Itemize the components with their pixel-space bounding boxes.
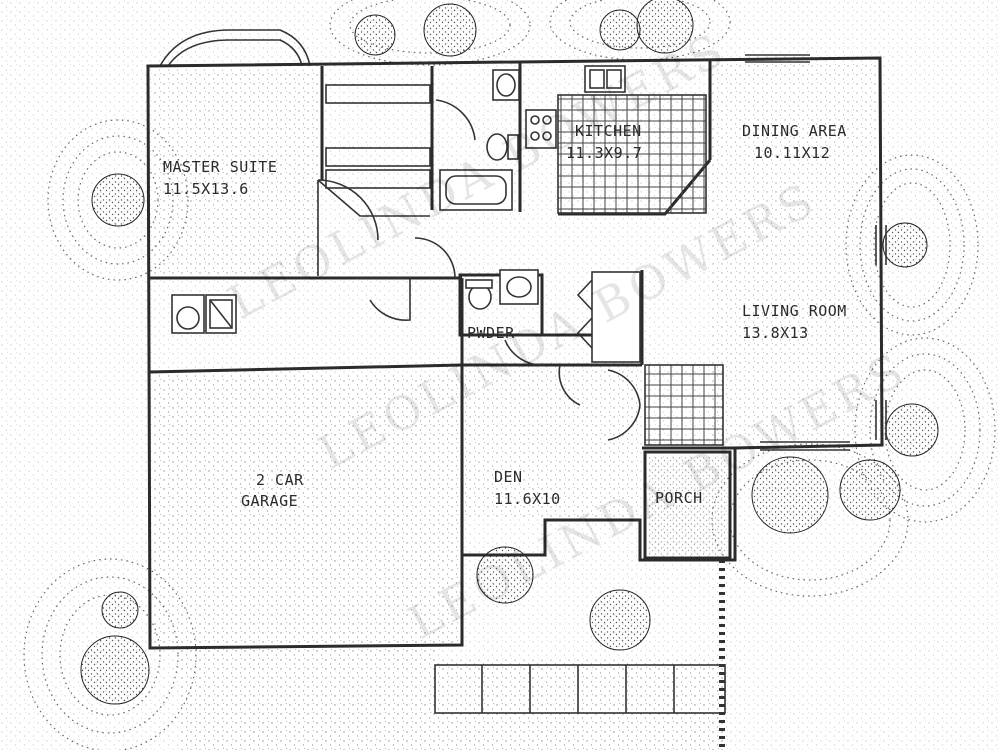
room-name: PORCH <box>655 489 703 507</box>
porch-floor <box>648 455 727 555</box>
room-dining-area: DINING AREA 10.11X12 <box>742 122 847 162</box>
toilet-icon <box>465 133 519 310</box>
tree-icon <box>80 0 939 705</box>
garage-floor <box>153 374 459 644</box>
room-name: DINING AREA <box>742 122 847 140</box>
room-name: LIVING ROOM <box>742 302 847 320</box>
room-den: DEN 11.6X10 <box>494 468 561 508</box>
entry-tile <box>644 364 724 446</box>
room-living-room: LIVING ROOM 13.8X13 <box>742 302 847 342</box>
door-swing-icon <box>317 99 641 441</box>
room-dims: 11.5X13.6 <box>163 180 249 198</box>
den-floor <box>465 368 639 518</box>
room-porch: PORCH <box>655 489 703 507</box>
sink-icon <box>584 65 626 93</box>
dryer-icon <box>205 294 237 334</box>
room-name: PWDER <box>467 324 515 342</box>
room-garage: 2 CAR GARAGE <box>241 471 304 510</box>
room-dims: 11.6X10 <box>494 490 561 508</box>
room-name: MASTER SUITE <box>163 158 277 176</box>
room-powder: PWDER <box>467 324 515 342</box>
room-dims: 11.3X9.7 <box>566 144 642 162</box>
room-name: DEN <box>494 468 523 486</box>
room-dims: 10.11X12 <box>754 144 830 162</box>
living-floor <box>712 64 878 442</box>
washer-icon <box>171 294 205 334</box>
stove-icon <box>525 109 557 149</box>
master-floor <box>153 70 319 276</box>
room-kitchen: KITCHEN 11.3X9.7 <box>566 122 642 162</box>
kitchen-tile <box>557 94 707 214</box>
walls <box>146 56 884 650</box>
room-name: 2 CAR <box>256 471 304 489</box>
room-dims: GARAGE <box>241 492 298 510</box>
closet <box>576 271 641 363</box>
sink-icon <box>492 69 539 305</box>
room-dims: 13.8X13 <box>742 324 809 342</box>
windows <box>745 54 887 451</box>
bathtub-icon <box>439 169 513 211</box>
room-name: KITCHEN <box>575 122 642 140</box>
room-master-suite: MASTER SUITE 11.5X13.6 <box>163 158 277 198</box>
